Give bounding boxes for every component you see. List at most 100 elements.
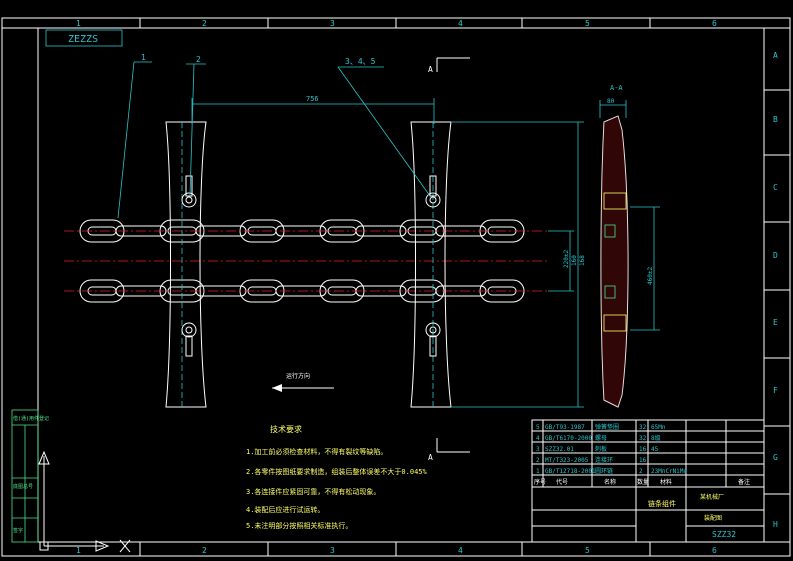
svg-text:45: 45 — [651, 446, 659, 453]
grid-row-A: A — [773, 51, 778, 60]
dim-vertical-2: 160 — [571, 255, 578, 266]
svg-text:32: 32 — [639, 435, 647, 442]
chain-assembly[interactable] — [64, 219, 548, 303]
grid-row-D: D — [773, 251, 778, 260]
svg-text:GB/T6170-2000: GB/T6170-2000 — [545, 435, 592, 442]
svg-text:3: 3 — [536, 446, 540, 453]
bolt-right-bottom — [425, 322, 441, 357]
bolt-group — [181, 175, 441, 357]
svg-text:序号: 序号 — [534, 478, 546, 486]
svg-text:刺板: 刺板 — [595, 445, 607, 453]
tech-note-5: 5.未注明部分按照相关标准执行。 — [246, 521, 352, 530]
callout-345-label: 3、4、5 — [345, 57, 376, 66]
grid-col-2-bottom: 2 — [202, 546, 207, 555]
grid-col-1-bottom: 1 — [76, 546, 81, 555]
svg-text:连接环: 连接环 — [595, 456, 613, 464]
bom-row: 1 GB/T12718-2001 圆环链 2 23MnCrNiMo — [536, 467, 688, 475]
tech-title: 技术要求 — [270, 424, 302, 434]
grid-col-4-bottom: 4 — [458, 546, 463, 555]
scraper-flight-left[interactable] — [165, 121, 207, 408]
dim-section-width: 80 — [607, 98, 615, 105]
left-register-strip: 借(通)用件登记 底图总号 签字 — [11, 409, 49, 543]
dim-vertical-3: 168 — [579, 255, 586, 266]
grid-col-6-bottom: 6 — [712, 546, 717, 555]
svg-text:代号: 代号 — [556, 478, 568, 486]
grid-col-1: 1 — [76, 19, 81, 28]
bom-table[interactable]: 5 GB/T93-1987 弹簧垫圈 32 65Mn 4 GB/T6170-20… — [531, 419, 765, 543]
bolt-left-top — [181, 175, 197, 208]
section-cut-marks: A A — [428, 57, 470, 462]
left-strip-register: 借(通)用件登记 — [13, 415, 49, 422]
grid-col-5-bottom: 5 — [585, 546, 590, 555]
grid-row-B: B — [773, 115, 778, 124]
svg-text:SZZ32.01: SZZ32.01 — [545, 446, 574, 453]
ucs-axis-icon — [38, 450, 131, 553]
technical-requirements: 技术要求 1.加工前必须检查材料，不得有裂纹等缺陷。 2.各零件按图纸要求制造，… — [246, 424, 427, 530]
grid-row-G: G — [773, 453, 778, 462]
bom-row: 5 GB/T93-1987 弹簧垫圈 32 65Mn — [536, 423, 666, 431]
tech-note-3: 3.各连接件应紧固可靠，不得有松动现象。 — [246, 487, 380, 496]
svg-text:圆环链: 圆环链 — [595, 467, 613, 475]
svg-text:弹簧垫圈: 弹簧垫圈 — [595, 423, 619, 431]
title-subtitle: 装配图 — [704, 514, 722, 522]
chain-link-side — [115, 225, 167, 237]
svg-text:GB/T93-1987: GB/T93-1987 — [545, 424, 585, 431]
svg-text:8级: 8级 — [651, 434, 661, 442]
tech-note-4: 4.装配后应进行试运转。 — [246, 505, 324, 514]
grid-col-5: 5 — [585, 19, 590, 28]
scraper-flight-right[interactable] — [410, 121, 452, 408]
svg-text:2: 2 — [639, 468, 643, 475]
title-company: 某机械厂 — [700, 493, 724, 501]
bolt-right-top — [425, 175, 441, 208]
bolt-left-bottom — [181, 322, 197, 357]
grid-row-E: E — [773, 318, 778, 327]
svg-text:32: 32 — [639, 424, 647, 431]
bom-row: 4 GB/T6170-2000 螺母 32 8级 — [536, 434, 661, 442]
grid-row-C: C — [773, 183, 778, 192]
svg-text:名称: 名称 — [604, 478, 616, 486]
grid-col-labels: 1 2 3 4 5 6 1 2 3 4 5 6 — [76, 19, 717, 555]
dim-vertical-4: 460±2 — [647, 267, 654, 285]
grid-col-4: 4 — [458, 19, 463, 28]
svg-text:备注: 备注 — [738, 478, 750, 486]
chain-link-side — [115, 285, 167, 297]
svg-text:23MnCrNiMo: 23MnCrNiMo — [651, 468, 688, 475]
left-strip-sign: 签字 — [13, 527, 23, 534]
left-strip-total: 底图总号 — [13, 483, 33, 490]
svg-text:16: 16 — [639, 457, 647, 464]
callout-1-label: 1 — [141, 53, 146, 62]
grid-row-H: H — [773, 520, 778, 529]
callout-2-label: 2 — [196, 55, 201, 64]
svg-text:GB/T12718-2001: GB/T12718-2001 — [545, 468, 596, 475]
grid-col-3: 3 — [330, 19, 335, 28]
code-box: ZEZZS — [45, 29, 123, 47]
svg-text:65Mn: 65Mn — [651, 424, 666, 431]
callouts: 1 2 3、4、5 — [117, 53, 431, 219]
section-view-AA[interactable]: A-A 80 460±2 — [599, 84, 660, 408]
svg-text:5: 5 — [536, 424, 540, 431]
bom-header-row: 序号 代号 名称 数量 材料 备注 — [534, 478, 750, 486]
grid-row-labels: A B C D E F G H — [773, 51, 778, 529]
grid-col-3-bottom: 3 — [330, 546, 335, 555]
svg-text:2: 2 — [536, 457, 540, 464]
code-box-text: ZEZZS — [68, 34, 98, 45]
section-mark-top: A — [428, 65, 433, 74]
svg-text:16: 16 — [639, 446, 647, 453]
tech-note-2: 2.各零件按图纸要求制造，组装后整体误差不大于0.045% — [246, 467, 427, 476]
title-drawing-number: SZZ32 — [712, 530, 736, 539]
title-part-name: 链条组件 — [648, 499, 676, 508]
svg-text:1: 1 — [536, 468, 540, 475]
dimension-vertical-group: 220±2 160 168 — [452, 121, 586, 408]
svg-text:材料: 材料 — [660, 478, 672, 486]
svg-text:4: 4 — [536, 435, 540, 442]
svg-text:螺母: 螺母 — [595, 434, 607, 442]
dim-vertical-1: 220±2 — [563, 250, 570, 268]
grid-col-2: 2 — [202, 19, 207, 28]
bom-row: 3 SZZ32.01 刺板 16 45 — [536, 445, 659, 453]
svg-text:MT/T323-2005: MT/T323-2005 — [545, 457, 589, 464]
dimension-pitch: 756 — [191, 95, 435, 124]
direction-arrow: 运行方向 — [272, 372, 334, 392]
grid-row-F: F — [773, 386, 778, 395]
tech-note-1: 1.加工前必须检查材料，不得有裂纹等缺陷。 — [246, 447, 387, 456]
